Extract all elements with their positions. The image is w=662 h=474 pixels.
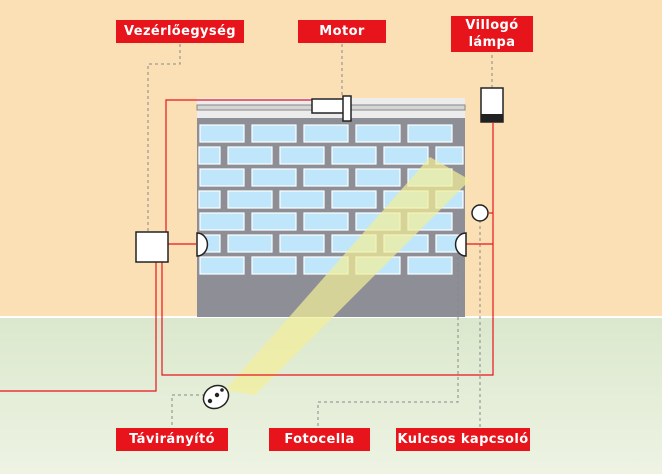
door-panel	[198, 190, 221, 209]
door-panel	[279, 234, 325, 253]
door-panel	[303, 124, 349, 143]
door-panel	[331, 146, 377, 165]
label-photocell: Fotocella	[269, 428, 370, 451]
door-panel	[303, 168, 349, 187]
door-panel	[251, 256, 297, 275]
door-panel	[355, 124, 401, 143]
door-panel	[251, 212, 297, 231]
door-panel	[355, 168, 401, 187]
wire-right-side	[161, 123, 494, 376]
label-flashing-lamp-line1: Villogó	[465, 18, 519, 33]
remote-control-icon	[202, 384, 230, 410]
door-panel	[199, 256, 245, 275]
leader-remote	[171, 394, 205, 428]
door-panel	[251, 168, 297, 187]
label-motor: Motor	[298, 20, 386, 43]
wire-remote	[0, 262, 157, 392]
door-panel	[407, 256, 453, 275]
label-remote-control: Távirányító	[116, 428, 228, 451]
door-panel	[303, 212, 349, 231]
photocell-left-icon	[196, 232, 209, 257]
label-flashing-lamp: Villogó lámpa	[451, 16, 533, 52]
door-panel	[198, 146, 221, 165]
leader-photocell	[317, 245, 459, 428]
label-key-switch: Kulcsos kapcsoló	[396, 428, 530, 451]
leader-lines	[147, 44, 493, 428]
photocell-beam	[225, 157, 470, 395]
door-panel	[199, 168, 245, 187]
leader-control-unit	[147, 44, 181, 232]
door-panel	[199, 212, 245, 231]
flashing-lamp-icon	[480, 87, 504, 123]
door-panel	[227, 190, 273, 209]
control-box-icon	[135, 231, 169, 263]
photocell-right-icon	[454, 232, 467, 257]
wires	[0, 99, 494, 392]
door-panel	[435, 146, 464, 165]
label-flashing-lamp-line2: lámpa	[468, 35, 516, 50]
door-panel	[383, 146, 429, 165]
key-switch-icon	[471, 204, 489, 222]
door-panel	[407, 124, 453, 143]
door-panel	[227, 234, 273, 253]
door-panel	[227, 146, 273, 165]
motor-icon	[311, 95, 352, 122]
door-panel	[251, 124, 297, 143]
door-panel	[331, 190, 377, 209]
label-control-unit: Vezérlőegység	[116, 20, 244, 43]
door-panel	[199, 124, 245, 143]
door-panel	[279, 190, 325, 209]
door-panel	[279, 146, 325, 165]
wire-motor	[165, 99, 312, 232]
